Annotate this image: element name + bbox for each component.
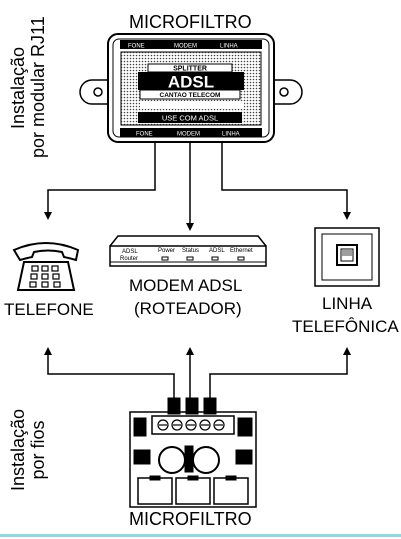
arrow-heads-down: [44, 212, 351, 231]
splitter-port-bottom-left: FONE: [136, 132, 153, 138]
splitter-port-top-right: LINHA: [220, 44, 238, 50]
modem-label-line2: (ROTEADOR): [134, 299, 242, 318]
bottom-title: MICROFILTRO: [129, 509, 252, 529]
bottom-connector-lines: [47, 354, 348, 400]
modem-brand-line1: ADSL: [122, 249, 138, 255]
telephone-icon: [12, 242, 80, 291]
splitter-port-top-mid: MODEM: [174, 44, 197, 50]
line-label-line2: TELEFÔNICA: [292, 317, 399, 336]
splitter-label-big: ADSL: [168, 73, 214, 92]
modem-led-adsl: ADSL: [209, 248, 225, 254]
splitter-label-small: SPLITTER: [173, 66, 207, 73]
splitter-port-top-left: FONE: [128, 44, 145, 50]
modem-device: [109, 235, 267, 267]
bottom-divider: [0, 534, 401, 537]
wall-jack-icon: [314, 227, 380, 287]
line-label-line1: LINHA: [322, 294, 373, 313]
wired-microfilter: [129, 397, 257, 508]
phone-label: TELEFONE: [4, 300, 94, 319]
top-connector-lines: [47, 142, 348, 224]
arrow-heads-up: [44, 347, 351, 355]
modem-led-power: Power: [158, 248, 175, 254]
modem-brand-line2: Router: [120, 256, 138, 262]
splitter-device: [79, 33, 303, 143]
splitter-label-code: USE COM ADSL: [162, 114, 218, 123]
splitter-port-bottom-right: LINHA: [222, 132, 240, 138]
modem-led-ethernet: Ethernet: [230, 248, 253, 254]
modem-led-status: Status: [182, 248, 199, 254]
splitter-label-brand: CANTAO TELECOM: [160, 92, 221, 99]
top-title: MICROFILTRO: [129, 12, 252, 32]
modem-label-line1: MODEM ADSL: [129, 276, 243, 295]
splitter-port-bottom-mid: MODEM: [177, 132, 200, 138]
